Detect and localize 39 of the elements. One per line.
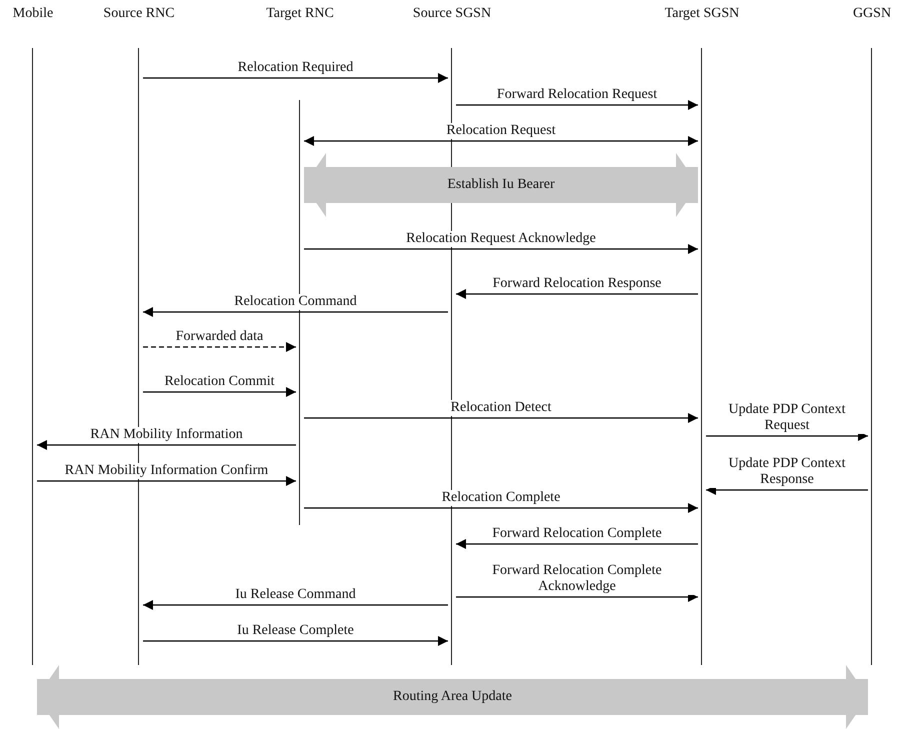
arrow	[143, 342, 296, 352]
arrow	[304, 413, 698, 423]
edge-label: Relocation Complete	[440, 490, 562, 506]
edge-label: Forward Relocation Complete	[490, 526, 664, 542]
edge-label: Routing Area Update	[391, 689, 514, 705]
arrow	[143, 73, 448, 83]
participant-label: Target SGSN	[664, 6, 740, 22]
edge-label: RAN Mobility Information	[88, 427, 245, 443]
arrow	[456, 539, 698, 549]
arrow	[456, 100, 698, 110]
edge-label: Iu Release Complete	[235, 623, 356, 639]
arrow	[304, 136, 698, 146]
block-arrow	[37, 665, 868, 729]
arrow	[143, 307, 448, 317]
arrow	[143, 387, 296, 397]
arrow	[143, 600, 448, 610]
edge-label: Relocation Command	[232, 294, 359, 310]
edge-label: Relocation Request Acknowledge	[404, 231, 598, 247]
edge-label: RAN Mobility Information Confirm	[62, 463, 270, 479]
arrow	[456, 289, 698, 299]
participant-label: Mobile	[12, 6, 54, 22]
participant-label: Target RNC	[266, 6, 334, 22]
edge-label: Relocation Request	[444, 123, 558, 139]
arrow	[37, 440, 296, 450]
edge-label: Relocation Detect	[448, 400, 554, 416]
arrow	[304, 503, 698, 513]
participant-label: Source SGSN	[412, 6, 492, 22]
arrow	[304, 244, 698, 254]
edge-label: Relocation Required	[236, 60, 356, 76]
arrow	[706, 431, 868, 441]
arrow	[706, 485, 868, 495]
edge-label: Forward Relocation Request	[494, 87, 660, 103]
block-arrow	[304, 153, 698, 217]
participant-label: Source RNC	[103, 6, 175, 22]
edge-label: Forward Relocation Response	[490, 276, 664, 292]
arrow	[37, 476, 296, 486]
participant-label: GGSN	[852, 6, 892, 22]
arrow	[456, 592, 698, 602]
arrow	[143, 636, 448, 646]
